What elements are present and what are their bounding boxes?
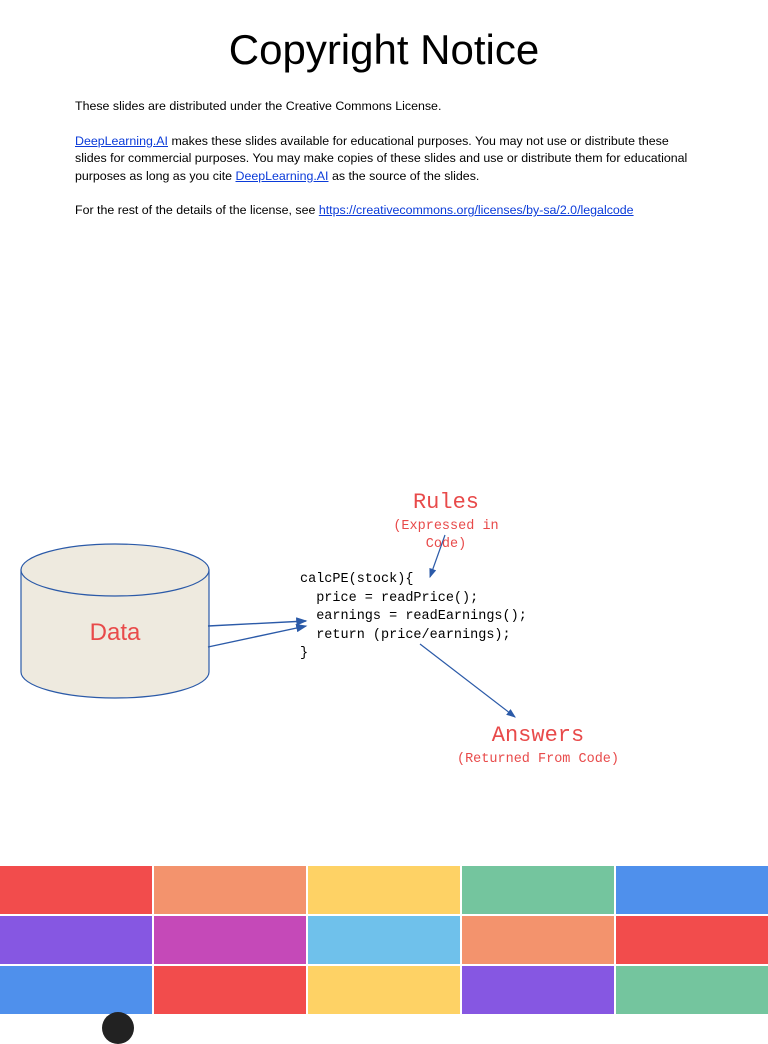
palette-swatch (616, 866, 768, 914)
usage-text-2: as the source of the slides. (328, 168, 480, 183)
answers-subtitle: (Returned From Code) (456, 752, 620, 767)
answers-label: Answers (491, 723, 585, 748)
palette-swatch (308, 966, 460, 1014)
palette-swatch (462, 966, 614, 1014)
palette-swatch (616, 966, 768, 1014)
rules-to-code-arrow (429, 534, 446, 579)
palette-swatch (0, 866, 152, 914)
rules-subtitle: (Expressed in Code) (393, 519, 499, 552)
page-title: Copyright Notice (228, 26, 540, 73)
license-notice: These slides are distributed under the C… (75, 98, 700, 237)
palette-swatch (154, 866, 306, 914)
palette-swatch (0, 916, 152, 964)
deeplearning-ai-link[interactable]: DeepLearning.AI (75, 133, 168, 148)
palette-swatch (154, 916, 306, 964)
palette-swatch (154, 966, 306, 1014)
palette-swatch (616, 916, 768, 964)
data-to-code-arrow-2 (207, 623, 308, 648)
color-palette (0, 866, 768, 1014)
code-to-answers-arrow (419, 643, 516, 718)
usage-paragraph: DeepLearning.AI makes these slides avail… (75, 133, 700, 186)
palette-swatch (462, 916, 614, 964)
deeplearning-ai-citation-link[interactable]: DeepLearning.AI (235, 168, 329, 183)
license-paragraph: These slides are distributed under the C… (75, 99, 442, 113)
rules-label: Rules (412, 490, 479, 515)
details-text: For the rest of the details of the licen… (75, 203, 319, 217)
palette-swatch (308, 866, 460, 914)
license-link[interactable]: https://creativecommons.org/licenses/by-… (318, 203, 634, 217)
palette-swatch (0, 966, 152, 1014)
palette-swatch (462, 866, 614, 914)
usage-text-1: makes these slides available for educati… (75, 133, 688, 183)
data-label: Data (89, 619, 141, 646)
data-to-code-arrow-1 (207, 617, 308, 627)
details-paragraph: For the rest of the details of the licen… (75, 202, 700, 220)
dark-circle (102, 1012, 134, 1044)
palette-swatch (308, 916, 460, 964)
data-cylinder (20, 543, 210, 699)
code-snippet: calcPE(stock){ price = readPrice(); earn… (300, 572, 527, 662)
